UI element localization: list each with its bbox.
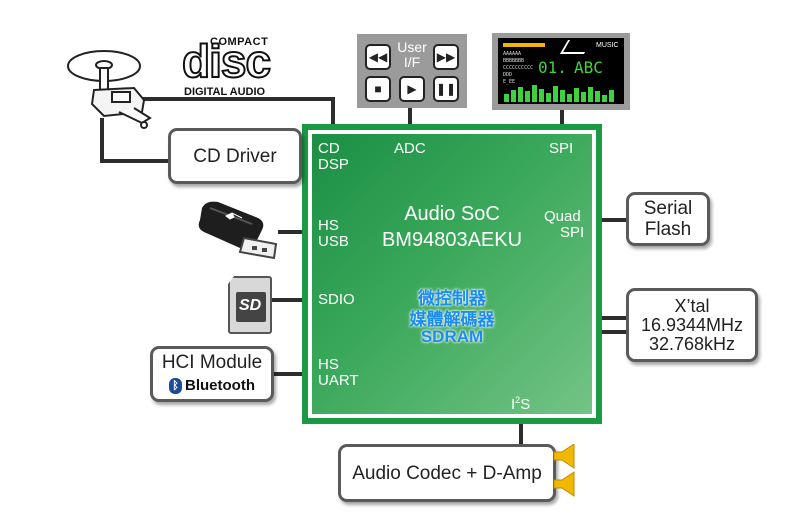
pin-i2s-i: I bbox=[511, 396, 516, 413]
pin-dsp: DSP bbox=[318, 156, 349, 173]
user-if-panel: User I/F ◀◀ ▶▶ ■ ▶ ❚❚ bbox=[357, 34, 467, 108]
usb-to-soc bbox=[278, 230, 312, 234]
pause-button[interactable]: ❚❚ bbox=[433, 76, 459, 102]
serial-flash-label-1: Serial bbox=[643, 198, 693, 219]
serial-flash-label-2: Flash bbox=[644, 219, 692, 240]
display-to-soc bbox=[560, 109, 564, 137]
user-if-label-1: User bbox=[397, 39, 427, 55]
soc-part-number: BM94803AEKU bbox=[381, 229, 523, 251]
pin-quad-spi: SPI bbox=[560, 224, 585, 241]
lcd-screen: MUSIC AAAAAA BBBBBBB CCCCCCCCCC DDD E_EE… bbox=[498, 38, 624, 104]
compact-disc-logo: COMPACT disc DIGITAL AUDIO bbox=[180, 36, 280, 98]
lcd-brand: MUSIC bbox=[596, 42, 619, 49]
pin-hs-usb: HS bbox=[318, 217, 339, 234]
flash-to-soc bbox=[596, 218, 628, 222]
cd-driver-block: CD Driver bbox=[168, 128, 302, 184]
logo-disc-text: disc bbox=[181, 35, 272, 87]
bluetooth-icon: ᛒ bbox=[169, 377, 182, 394]
user-if-label-2: I/F bbox=[403, 54, 421, 70]
cd-driver-label: CD Driver bbox=[193, 145, 277, 167]
crystal-block: X’tal 16.9344MHz 32.768kHz bbox=[626, 288, 758, 362]
lcd-text-line-5: E_EE bbox=[503, 79, 516, 85]
lcd-display-panel: MUSIC AAAAAA BBBBBBB CCCCCCCCCC DDD E_EE… bbox=[492, 33, 630, 110]
crystal-freq-1: 16.9344MHz bbox=[640, 314, 744, 335]
pin-spi-display: SPI bbox=[549, 140, 574, 157]
serial-flash-block: Serial Flash bbox=[626, 192, 710, 246]
pin-sdio: SDIO bbox=[318, 291, 355, 308]
pin-i2s-sup: 2 bbox=[515, 395, 521, 405]
fast-forward-button[interactable]: ▶▶ bbox=[433, 44, 459, 70]
crystal-label: X’tal bbox=[674, 295, 710, 316]
logo-digital-audio-text: DIGITAL AUDIO bbox=[184, 86, 266, 98]
sd-card-face bbox=[236, 292, 266, 322]
logo-compact-text: COMPACT bbox=[210, 36, 269, 48]
bluetooth-logo: ᛒ Bluetooth bbox=[169, 375, 255, 396]
crystal-freq-2: 32.768kHz bbox=[648, 333, 736, 354]
speaker-icon bbox=[553, 444, 575, 497]
pin-hs-uart: HS bbox=[318, 356, 339, 373]
soc-feature-mcu: 微控制器 bbox=[418, 289, 486, 308]
pin-uart: UART bbox=[318, 372, 359, 389]
pin-i2s-s: S bbox=[520, 396, 531, 413]
audio-soc-block bbox=[312, 134, 592, 414]
hci-to-soc bbox=[272, 372, 312, 376]
cd-line-top-v bbox=[331, 97, 335, 137]
pin-i2s: I2S bbox=[511, 392, 530, 413]
music-logo-icon bbox=[559, 40, 593, 54]
pin-adc: ADC bbox=[394, 140, 426, 157]
sd-to-soc bbox=[272, 298, 312, 302]
soc-feature-sdram: SDRAM bbox=[420, 327, 484, 346]
hci-module-label: HCI Module bbox=[161, 352, 263, 373]
lcd-track-number: 01. bbox=[538, 58, 567, 77]
cd-line-top-h bbox=[140, 97, 335, 101]
bluetooth-label: Bluetooth bbox=[185, 377, 255, 394]
pin-quad: Quad bbox=[544, 208, 581, 225]
soc-to-codec bbox=[519, 418, 523, 446]
hci-module-block: HCI Module ᛒ Bluetooth bbox=[150, 346, 274, 402]
sd-card-label: SD bbox=[239, 297, 262, 314]
play-button[interactable]: ▶ bbox=[399, 76, 425, 102]
lcd-text-line-3: CCCCCCCCCC bbox=[503, 65, 534, 71]
lcd-spectrum-bars bbox=[504, 85, 614, 102]
usb-drive-illustration bbox=[198, 201, 278, 260]
stop-button[interactable]: ■ bbox=[365, 76, 391, 102]
cd-line-left-v bbox=[100, 118, 104, 163]
lcd-track-title: ABC bbox=[574, 58, 603, 77]
xtal-to-soc-2 bbox=[596, 330, 628, 334]
userif-to-soc bbox=[408, 107, 412, 137]
soc-feature-decoder: 媒體解碼器 bbox=[409, 310, 495, 329]
sd-card-icon: SD bbox=[228, 276, 272, 334]
pin-usb: USB bbox=[318, 233, 349, 250]
lcd-text-line-4: DDD bbox=[503, 72, 513, 78]
soc-name: Audio SoC bbox=[404, 203, 500, 225]
rewind-button[interactable]: ◀◀ bbox=[365, 44, 391, 70]
lcd-text-line-2: BBBBBBB bbox=[503, 58, 525, 64]
lcd-text-line-1: AAAAAA bbox=[503, 51, 522, 57]
xtal-to-soc-1 bbox=[596, 316, 628, 320]
cd-player-illustration bbox=[67, 50, 152, 129]
lcd-progress-bar bbox=[503, 43, 545, 47]
cd-line-bottom-h bbox=[100, 159, 170, 163]
pin-cd: CD bbox=[318, 140, 340, 157]
audio-codec-block: Audio Codec + D-Amp bbox=[338, 444, 556, 502]
audio-codec-label: Audio Codec + D-Amp bbox=[352, 462, 542, 484]
